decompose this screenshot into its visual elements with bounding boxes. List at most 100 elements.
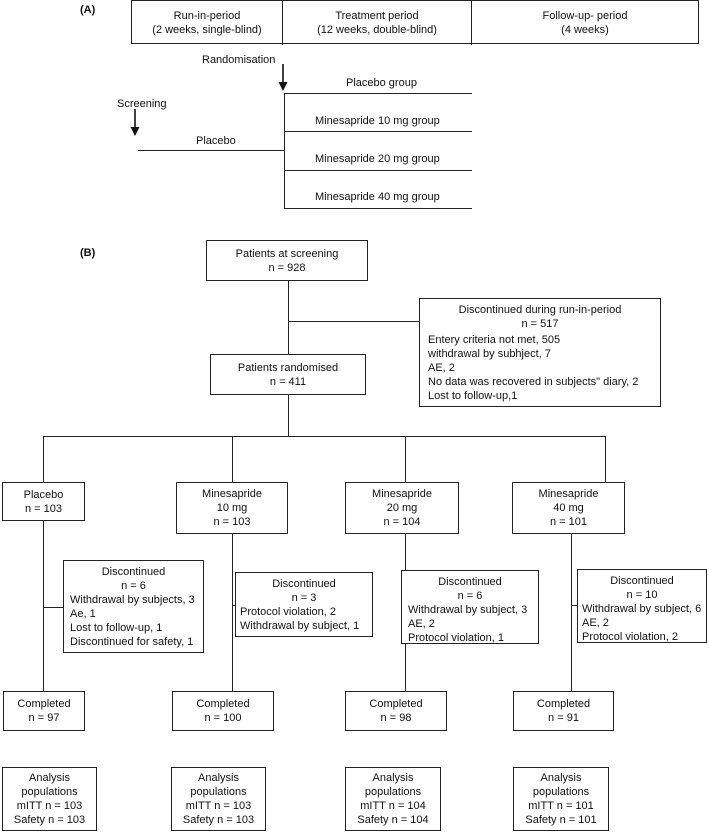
group-minesapride-10-line	[284, 131, 472, 132]
arm-count: n = 104	[383, 516, 421, 528]
arm-40mg-completed-box: Completed n = 91	[513, 691, 614, 731]
discontinued-reason: Withdrawal by subject, 6	[582, 603, 702, 615]
runin-reason: No data was recovered in subjects" diary…	[428, 376, 639, 388]
completed-count: n = 91	[548, 712, 579, 724]
screening-box-title: Patients at screening	[235, 247, 339, 260]
analysis-mitt: mITT n = 103	[16, 800, 83, 812]
runin-discontinued-title: Discontinued during run-in-period	[458, 304, 622, 316]
discontinued-reasons: Withdrawal by subjects, 3 Ae, 1 Lost to …	[64, 593, 195, 649]
arm-10mg-discontinued-connector	[232, 605, 235, 606]
completed-count: n = 97	[28, 712, 60, 724]
arm-placebo-main-line	[43, 521, 44, 691]
completed-count: n = 98	[380, 712, 412, 724]
arm-count: n = 103	[24, 502, 62, 515]
screening-label: Screening	[117, 98, 167, 110]
arm-placebo-discontinued-box: Discontinued n = 6 Withdrawal by subject…	[63, 560, 204, 653]
period-timeline: Run-in-period (2 weeks, single-blind) Tr…	[131, 0, 699, 45]
run-in-placebo-label: Placebo	[196, 135, 236, 147]
arm-40mg-main-line	[571, 534, 572, 691]
period-treatment: Treatment period (12 weeks, double-blind…	[283, 1, 472, 45]
randomisation-label: Randomisation	[202, 54, 276, 66]
discontinued-reason: AE, 2	[582, 617, 609, 629]
analysis-title: Analysis	[29, 772, 70, 784]
discontinued-reason: Protocol violation, 2	[582, 631, 678, 643]
period-run-in-title: Run-in-period	[173, 10, 241, 22]
arm-count: n = 101	[549, 516, 587, 528]
randomised-down-line	[288, 395, 289, 436]
discontinued-reason: Withdrawal by subject, 1	[240, 620, 360, 632]
arm-placebo-analysis-box: Analysis populations mITT n = 103 Safety…	[2, 767, 97, 831]
group-minesapride-20-line	[284, 170, 472, 171]
runin-discontinued-box: Discontinued during run-in-period n = 51…	[419, 298, 661, 407]
arm-40mg-box: Minesapride 40 mg n = 101	[512, 482, 625, 534]
arm-20mg-completed-box: Completed n = 98	[345, 691, 447, 731]
arm-10mg-analysis-box: Analysis populations mITT n = 103 Safety…	[171, 767, 266, 831]
discontinued-reasons: Protocol violation, 2 Withdrawal by subj…	[236, 605, 359, 633]
run-in-placebo-line	[138, 150, 285, 151]
runin-reason: Entery criteria not met, 505	[428, 334, 561, 346]
panel-a-label: (A)	[80, 4, 96, 16]
arm-dose: 40 mg	[553, 502, 584, 514]
treatment-branch-line	[284, 93, 285, 209]
arm-label: Minesapride	[202, 488, 262, 500]
analysis-safety: Safety n = 101	[525, 814, 597, 826]
analysis-mitt: mITT n = 104	[360, 800, 426, 812]
discontinued-title: Discontinued	[101, 566, 166, 578]
screening-arrow	[130, 109, 140, 136]
analysis-mitt: mITT n = 101	[528, 800, 594, 812]
group-minesapride-40-line	[284, 208, 472, 209]
arm-20mg-discontinued-box: Discontinued n = 6 Withdrawal by subject…	[401, 570, 539, 644]
analysis-subtitle: populations	[364, 786, 422, 798]
discontinued-title: Discontinued	[272, 578, 336, 590]
arm-placebo-box: Placebo n = 103	[2, 482, 85, 521]
arm-10mg-completed-box: Completed n = 100	[172, 691, 274, 731]
randomised-box-title: Patients randomised	[237, 361, 339, 374]
completed-label: Completed	[196, 698, 250, 710]
arm-placebo-discontinued-connector	[43, 607, 63, 608]
discontinued-reason: Withdrawal by subject, 3	[408, 604, 528, 616]
arm-label: Minesapride	[538, 488, 599, 500]
discontinued-title: Discontinued	[610, 575, 674, 587]
arm-label: Minesapride	[372, 488, 432, 500]
screening-box-count: n = 928	[268, 261, 306, 274]
analysis-subtitle: populations	[532, 786, 590, 798]
arm-10mg-main-line	[232, 534, 233, 691]
group-minesapride-40: Minesapride 40 mg group	[315, 191, 440, 203]
panel-b-label: (B)	[80, 247, 96, 259]
arm-10mg-box: Minesapride 10 mg n = 103	[176, 482, 288, 534]
arm-40mg-drop-line	[605, 436, 606, 482]
group-placebo-line	[284, 93, 472, 94]
group-minesapride-10: Minesapride 10 mg group	[315, 115, 440, 127]
runin-discontinued-connector	[288, 321, 419, 322]
period-follow-up-title: Follow-up- period	[542, 10, 628, 22]
arm-count: n = 103	[213, 516, 251, 528]
discontinued-reasons: Withdrawal by subject, 3 AE, 2 Protocol …	[402, 603, 527, 645]
analysis-safety: Safety n = 103	[13, 814, 86, 826]
period-treatment-title: Treatment period	[335, 10, 419, 22]
randomised-box-count: n = 411	[269, 375, 307, 388]
period-follow-up-detail: (4 weeks)	[561, 24, 609, 36]
screening-to-randomised-line	[288, 281, 289, 354]
analysis-subtitle: populations	[21, 786, 78, 798]
arm-dose: 20 mg	[386, 502, 418, 514]
randomisation-arrow	[278, 64, 288, 91]
analysis-safety: Safety n = 104	[357, 814, 429, 826]
group-placebo: Placebo group	[346, 77, 417, 89]
analysis-safety: Safety n = 103	[182, 814, 255, 826]
analysis-subtitle: populations	[190, 786, 247, 798]
screening-box: Patients at screening n = 928	[206, 240, 368, 281]
discontinued-reason: Ae, 1	[70, 608, 96, 620]
analysis-title: Analysis	[540, 772, 582, 784]
arm-placebo-completed-box: Completed n = 97	[3, 691, 85, 731]
runin-discontinued-count: n = 517	[521, 318, 559, 330]
period-run-in: Run-in-period (2 weeks, single-blind)	[132, 1, 283, 45]
arm-20mg-analysis-box: Analysis populations mITT n = 104 Safety…	[345, 767, 441, 831]
discontinued-reasons: Withdrawal by subject, 6 AE, 2 Protocol …	[578, 602, 701, 644]
arm-40mg-discontinued-connector	[571, 605, 577, 606]
period-run-in-detail: (2 weeks, single-blind)	[152, 24, 262, 36]
period-follow-up: Follow-up- period (4 weeks)	[472, 1, 698, 45]
arm-placebo-drop-line	[43, 436, 44, 482]
arm-20mg-box: Minesapride 20 mg n = 104	[345, 482, 459, 534]
arm-20mg-drop-line	[405, 436, 406, 482]
randomised-box: Patients randomised n = 411	[210, 354, 366, 395]
